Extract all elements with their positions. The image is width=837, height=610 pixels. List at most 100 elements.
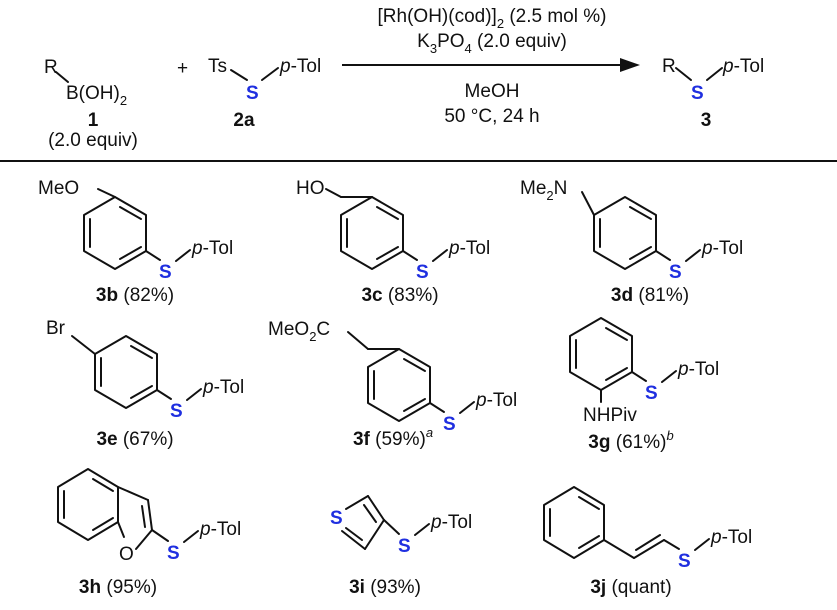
ring-sulfur: S [330,508,343,529]
benzene-ring [569,317,633,391]
ptol-p: p [279,56,291,77]
sulfur-atom: S [167,543,180,564]
product-3b: MeO S p-Tol 3b (82%) [38,178,233,306]
bond [261,67,279,81]
substituent: NHPiv [583,405,637,426]
ptol-label: -Tol [734,56,765,77]
substituent: Br [46,318,66,339]
footnote-marker: a [426,425,433,440]
bond [230,69,248,81]
arrow-head [620,58,640,72]
yield: (93%) [365,577,421,598]
compound-label: 3j [590,577,606,598]
product-general: R S p-Tol 3 [662,56,764,131]
svg-text:3d (81%): 3d (81%) [611,285,689,306]
boronic-group: B(OH) [66,83,120,104]
product-3j: S p-Tol 3j (quant) [543,486,752,598]
sulfur-atom: S [443,414,456,435]
bond [706,67,723,81]
yield: (59%) [370,429,426,450]
yield: (67%) [118,429,174,450]
svg-text:3b (82%): 3b (82%) [96,285,174,306]
yield: (61%) [610,432,666,453]
sulfur-atom: S [416,262,429,283]
sulfur-atom: S [645,383,658,404]
compound-label-1: 1 [88,110,99,131]
svg-text:[Rh(OH)(cod)]2 (2.5 mol %): [Rh(OH)(cod)]2 (2.5 mol %) [378,6,607,31]
boronic-subscript: 2 [120,93,127,108]
svg-text:3c (83%): 3c (83%) [361,285,438,306]
reagent-thiosulfonate: Ts S p-Tol 2a [208,56,321,131]
sulfur-atom: S [398,536,411,557]
ts-group: Ts [208,56,227,77]
benzene-ring [340,196,404,270]
bond [55,71,69,83]
compound-label: 3h [79,577,101,598]
svg-text:3j (quant): 3j (quant) [590,577,671,598]
svg-text:3e (67%): 3e (67%) [96,429,173,450]
benzene-ring [83,196,147,270]
svg-text:p-Tol: p-Tol [202,377,244,398]
compound-label: 3d [611,285,633,306]
svg-text:3i (93%): 3i (93%) [349,577,421,598]
sulfur-atom: S [159,262,172,283]
solvent: MeOH [465,81,520,102]
ptol-label: -Tol [291,56,322,77]
substituent: Me2N [520,178,567,203]
yield: (81%) [633,285,689,306]
compound-label: 3f [353,429,371,450]
svg-text:p-Tol: p-Tol [710,527,752,548]
reagent-boronic-acid: R B(OH)2 1 (2.0 equiv) [44,57,138,151]
base: K [417,31,430,52]
svg-text:p-Tol: p-Tol [430,512,472,533]
svg-text:p-Tol: p-Tol [191,238,233,259]
product-3d: Me2N S p-Tol 3d (81%) [520,178,743,306]
product-3e: Br S p-Tol 3e (67%) [46,318,244,450]
svg-text:p-Tol: p-Tol [722,56,764,77]
catalyst: [Rh(OH)(cod)] [378,6,497,27]
product-3i: S S p-Tol 3i (93%) [330,495,472,598]
yield: (82%) [118,285,174,306]
benzene-ring [543,486,605,559]
product-3g: S p-Tol NHPiv 3g (61%)b [569,317,719,453]
yield: (95%) [101,577,157,598]
compound-label-2a: 2a [233,110,255,131]
substituent: MeO [38,178,79,199]
benzene-ring [593,196,657,270]
benzene-ring [367,348,431,422]
substituent: MeO2C [268,319,330,344]
product-3f: MeO2C S p-Tol 3f (59%)a [268,319,517,450]
sulfur-atom: S [678,551,691,572]
compound-label: 3c [361,285,383,306]
benzene-ring [94,335,158,409]
svg-text:K3PO4 (2.0 equiv): K3PO4 (2.0 equiv) [417,31,567,56]
compound-label: 3b [96,285,118,306]
yield: (83%) [383,285,439,306]
svg-text:p-Tol: p-Tol [701,238,743,259]
svg-text:p-Tol: p-Tol [475,390,517,411]
svg-text:p-Tol: p-Tol [448,238,490,259]
svg-text:p-Tol: p-Tol [199,519,241,540]
benzene-ring [57,468,119,541]
footnote-marker: b [666,428,673,443]
product-3h: O S p-Tol 3h (95%) [57,468,241,598]
product-3c: HO S p-Tol 3c (83%) [296,178,490,306]
svg-text:3h (95%): 3h (95%) [79,577,157,598]
plus-sign: + [177,58,188,79]
compound-label-3: 3 [701,110,712,131]
sulfur-atom: S [170,401,183,422]
sulfur-atom: S [246,83,259,104]
bond [675,67,692,81]
svg-text:p-Tol: p-Tol [279,56,321,77]
reaction-conditions: [Rh(OH)(cod)]2 (2.5 mol %) K3PO4 (2.0 eq… [342,6,640,127]
sulfur-atom: S [669,262,682,283]
substituent: HO [296,178,325,199]
ring-oxygen: O [119,544,134,565]
svg-text:3f (59%)a: 3f (59%)a [353,425,433,450]
svg-text:p-Tol: p-Tol [677,359,719,380]
svg-text:B(OH)2: B(OH)2 [66,83,127,108]
equiv-label: (2.0 equiv) [48,130,138,151]
r-group: R [662,56,676,77]
temperature-time: 50 °C, 24 h [444,106,539,127]
